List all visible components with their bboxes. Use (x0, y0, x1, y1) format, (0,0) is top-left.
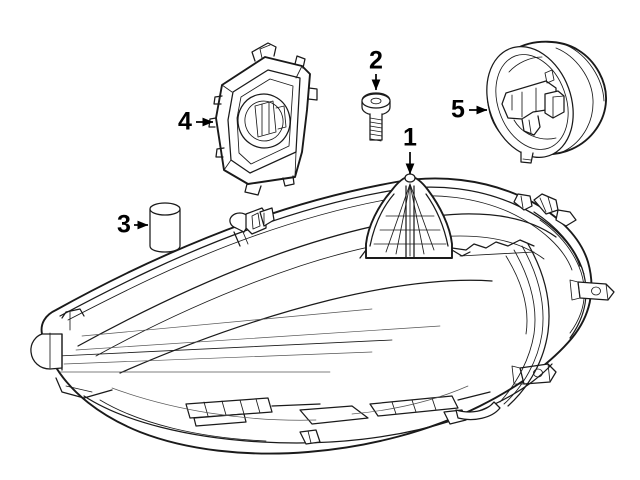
part-screw (361, 92, 391, 142)
callout-5-label: 5 (451, 96, 465, 124)
part-bulb-access-cap (486, 40, 607, 164)
part-headlamp-assembly (30, 173, 615, 455)
part-cap-bushing (149, 202, 181, 253)
callout-1-label: 1 (403, 124, 417, 152)
callout-5[interactable]: 5 (451, 96, 488, 124)
top-center-mounting-bracket (359, 173, 471, 259)
part-control-module (208, 42, 318, 196)
right-middle-bolt-tab (569, 279, 615, 301)
callout-1[interactable]: 1 (403, 124, 417, 175)
upper-left-mounting-tab (229, 207, 275, 247)
callout-2[interactable]: 2 (369, 47, 383, 91)
callout-4[interactable]: 4 (178, 108, 214, 136)
callout-3[interactable]: 3 (117, 211, 149, 239)
right-upper-mounting-tab (513, 193, 577, 227)
callout-3-label: 3 (117, 211, 131, 239)
callout-2-label: 2 (369, 47, 383, 75)
callout-4-label: 4 (178, 108, 192, 136)
